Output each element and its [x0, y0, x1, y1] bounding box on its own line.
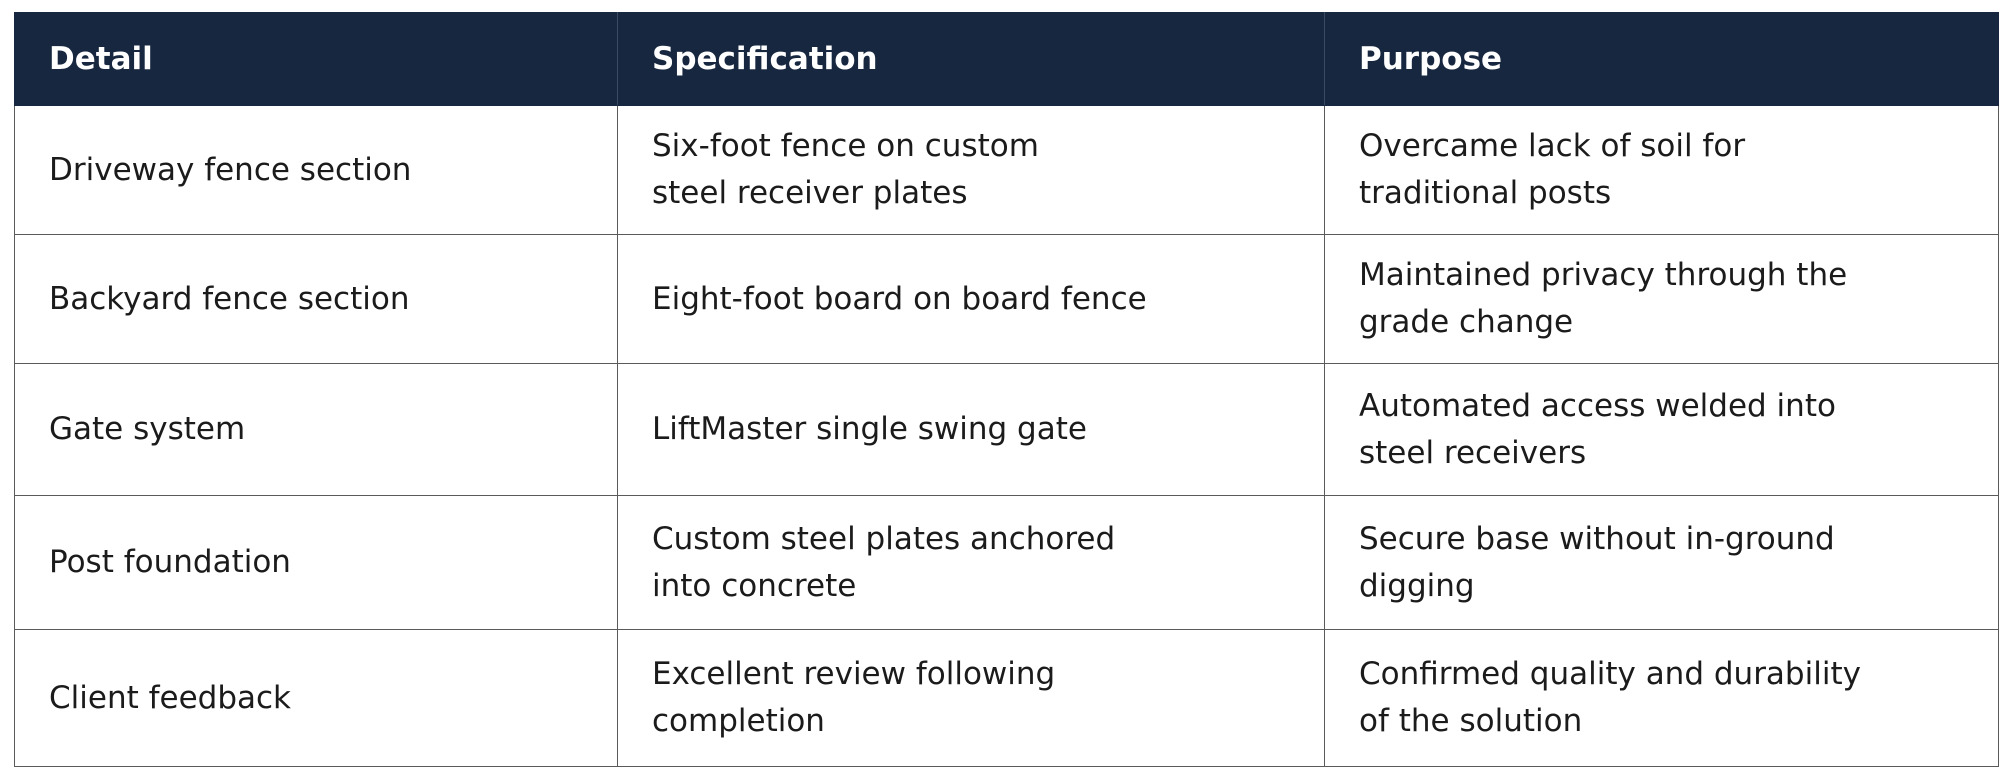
cell-specification: Six-foot fence on custom steel receiver … — [617, 105, 1325, 235]
table-row: Backyard fence section Eight-foot board … — [14, 234, 1999, 364]
header-detail: Detail — [14, 12, 618, 106]
cell-purpose: Automated access welded into steel recei… — [1324, 363, 1999, 496]
cell-text: Maintained privacy through the grade cha… — [1359, 257, 1848, 340]
cell-text: Overcame lack of soil for traditional po… — [1359, 128, 1746, 211]
table-row: Gate system LiftMaster single swing gate… — [14, 363, 1999, 496]
cell-detail: Backyard fence section — [14, 234, 618, 364]
cell-text: Eight-foot board on board fence — [652, 280, 1147, 317]
table-row: Client feedback Excellent review followi… — [14, 629, 1999, 767]
cell-text: Secure base without in-ground digging — [1359, 520, 1835, 604]
cell-text: Post foundation — [49, 544, 291, 580]
cell-purpose: Maintained privacy through the grade cha… — [1324, 234, 1999, 364]
cell-text: Excellent review following completion — [652, 656, 1056, 739]
cell-detail: Gate system — [14, 363, 618, 496]
cell-detail: Driveway fence section — [14, 105, 618, 235]
cell-detail: Client feedback — [14, 629, 618, 767]
cell-specification: Eight-foot board on board fence — [617, 234, 1325, 364]
spec-table: Detail Specification Purpose Driveway fe… — [14, 12, 1999, 767]
cell-text: Custom steel plates anchored into concre… — [652, 520, 1116, 604]
table-body: Driveway fence section Six-foot fence on… — [14, 105, 1999, 767]
table-row: Driveway fence section Six-foot fence on… — [14, 105, 1999, 235]
cell-text: Gate system — [49, 411, 246, 447]
header-specification: Specification — [617, 12, 1325, 106]
header-purpose: Purpose — [1324, 12, 1999, 106]
cell-specification: LiftMaster single swing gate — [617, 363, 1325, 496]
cell-detail: Post foundation — [14, 495, 618, 630]
header-row: Detail Specification Purpose — [14, 12, 1999, 106]
table-row: Post foundation Custom steel plates anch… — [14, 495, 1999, 630]
cell-specification: Custom steel plates anchored into concre… — [617, 495, 1325, 630]
cell-text: LiftMaster single swing gate — [652, 411, 1087, 447]
cell-specification: Excellent review following completion — [617, 629, 1325, 767]
cell-purpose: Confirmed quality and durability of the … — [1324, 629, 1999, 767]
cell-text: Backyard fence section — [49, 280, 410, 317]
cell-purpose: Secure base without in-ground digging — [1324, 495, 1999, 630]
spec-table-container: Detail Specification Purpose Driveway fe… — [14, 12, 1999, 767]
cell-text: Six-foot fence on custom steel receiver … — [652, 128, 1039, 211]
cell-purpose: Overcame lack of soil for traditional po… — [1324, 105, 1999, 235]
cell-text: Client feedback — [49, 679, 292, 716]
table-header: Detail Specification Purpose — [14, 12, 1999, 106]
cell-text: Driveway fence section — [49, 151, 412, 188]
cell-text: Automated access welded into steel recei… — [1359, 387, 1836, 471]
cell-text: Confirmed quality and durability of the … — [1359, 656, 1861, 739]
